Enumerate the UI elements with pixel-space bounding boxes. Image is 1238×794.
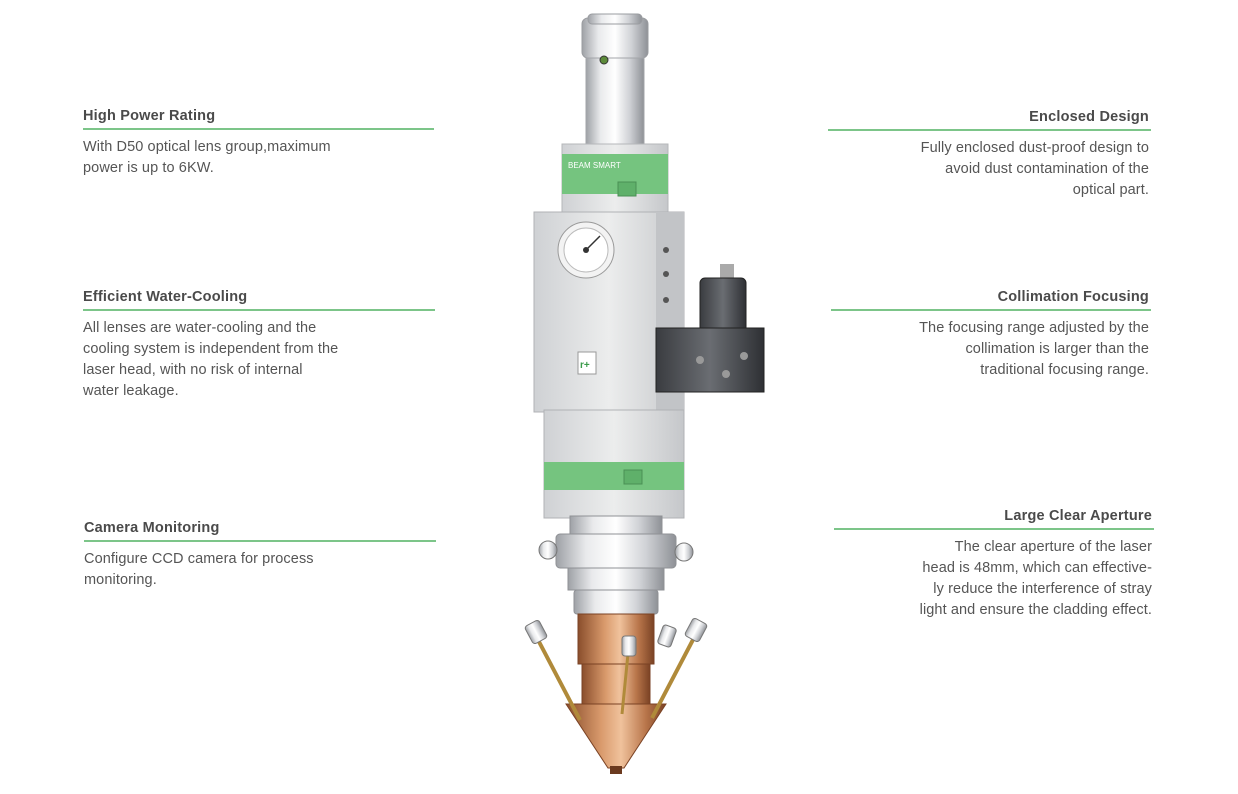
description-line: avoid dust contamination of the — [945, 161, 1149, 177]
feature-title: Camera Monitoring — [84, 520, 436, 542]
feature-camera-monitoring: Camera Monitoring Configure CCD camera f… — [84, 520, 436, 591]
feature-description: All lenses are water-cooling and the coo… — [83, 318, 435, 402]
silver-rings — [538, 515, 694, 615]
description-line: The clear aperture of the laser — [954, 539, 1152, 555]
description-line: collimation is larger than the — [965, 341, 1149, 357]
laser-head-illustration: BEAM SMART r+ — [524, 13, 765, 774]
feature-description: The focusing range adjusted by the colli… — [831, 318, 1151, 381]
feature-collimation-focusing: Collimation Focusing The focusing range … — [831, 289, 1151, 381]
top-cylinder — [581, 13, 649, 145]
feature-title: Collimation Focusing — [831, 289, 1151, 311]
lower-body — [543, 409, 685, 519]
upper-housing: BEAM SMART — [561, 143, 669, 215]
green-band-lower — [544, 462, 684, 490]
feature-description: Configure CCD camera for process monitor… — [84, 549, 436, 591]
description-line: traditional focusing range. — [980, 362, 1149, 378]
description-line: cooling system is independent from the — [83, 341, 339, 357]
green-band — [562, 154, 668, 194]
status-led-icon — [599, 55, 609, 65]
feature-high-power-rating: High Power Rating With D50 optical lens … — [83, 108, 434, 179]
description-line: optical part. — [1072, 182, 1149, 198]
powder-feed-tubes — [524, 617, 708, 721]
description-line: ly reduce the interference of stray — [933, 581, 1152, 597]
feature-title: Large Clear Aperture — [834, 508, 1154, 530]
description-line: Fully enclosed dust-proof design to — [920, 140, 1149, 156]
description-line: With D50 optical lens group,maximum — [83, 139, 331, 155]
copper-nozzle — [565, 613, 667, 774]
feature-description: The clear aperture of the laser head is … — [834, 537, 1154, 621]
feature-efficient-water-cooling: Efficient Water-Cooling All lenses are w… — [83, 289, 435, 402]
description-line: All lenses are water-cooling and the — [83, 320, 317, 336]
band-label: BEAM SMART — [568, 161, 621, 170]
feature-description: Fully enclosed dust-proof design to avoi… — [828, 138, 1151, 201]
feature-title: Enclosed Design — [828, 109, 1151, 131]
description-line: laser head, with no risk of internal — [83, 362, 303, 378]
feature-enclosed-design: Enclosed Design Fully enclosed dust-proo… — [828, 109, 1151, 201]
description-line: The focusing range adjusted by the — [919, 320, 1149, 336]
feature-description: With D50 optical lens group,maximum powe… — [83, 137, 434, 179]
description-line: light and ensure the cladding effect. — [919, 602, 1152, 618]
description-line: head is 48mm, which can effective- — [922, 560, 1152, 576]
description-line: monitoring. — [84, 572, 157, 588]
feature-title: High Power Rating — [83, 108, 434, 130]
description-line: water leakage. — [83, 383, 179, 399]
description-line: Configure CCD camera for process — [84, 551, 314, 567]
collimation-motor — [655, 264, 765, 393]
feature-large-clear-aperture: Large Clear Aperture The clear aperture … — [834, 508, 1154, 621]
brand-logo: r+ — [580, 360, 590, 371]
description-line: power is up to 6KW. — [83, 160, 214, 176]
feature-title: Efficient Water-Cooling — [83, 289, 435, 311]
